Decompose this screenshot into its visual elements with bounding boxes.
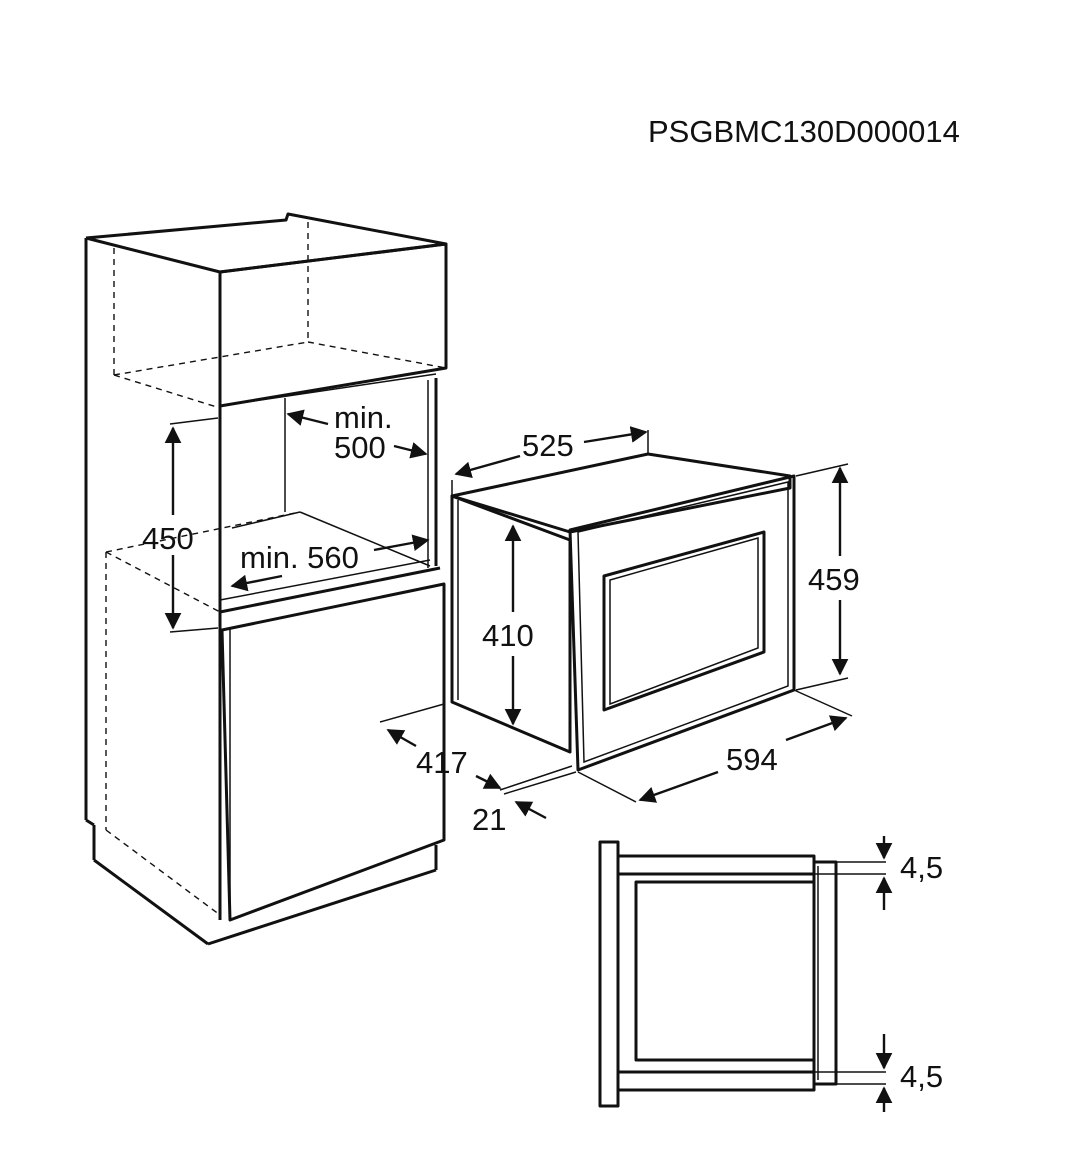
appliance-drawing: [450, 452, 796, 772]
section-view: 4,5 4,5: [598, 836, 943, 1112]
front-height-label: 459: [808, 562, 860, 597]
front-width-label: 594: [726, 742, 778, 777]
cabinet-drawing: [84, 212, 448, 946]
document-code: PSGBMC130D000014: [648, 114, 960, 149]
panel-depth-label: 417: [416, 745, 468, 780]
appliance-depth-label: 525: [522, 428, 574, 463]
appliance-dimensions: 525 410 459 594: [451, 426, 860, 803]
cabinet-depth-min-label: min.: [334, 400, 393, 435]
gap-top-label: 4,5: [900, 850, 943, 885]
cabinet-height-label: 450: [142, 521, 194, 556]
cabinet-width-min-label: min. 560: [240, 540, 359, 575]
gap-bottom-label: 4,5: [900, 1059, 943, 1094]
appliance-height-label: 410: [482, 618, 534, 653]
frame-offset-label: 21: [472, 802, 506, 837]
cabinet-depth-min-value: 500: [334, 430, 386, 465]
cabinet-dimensions: 450 min. 500 min. 560 417 21: [142, 400, 577, 837]
